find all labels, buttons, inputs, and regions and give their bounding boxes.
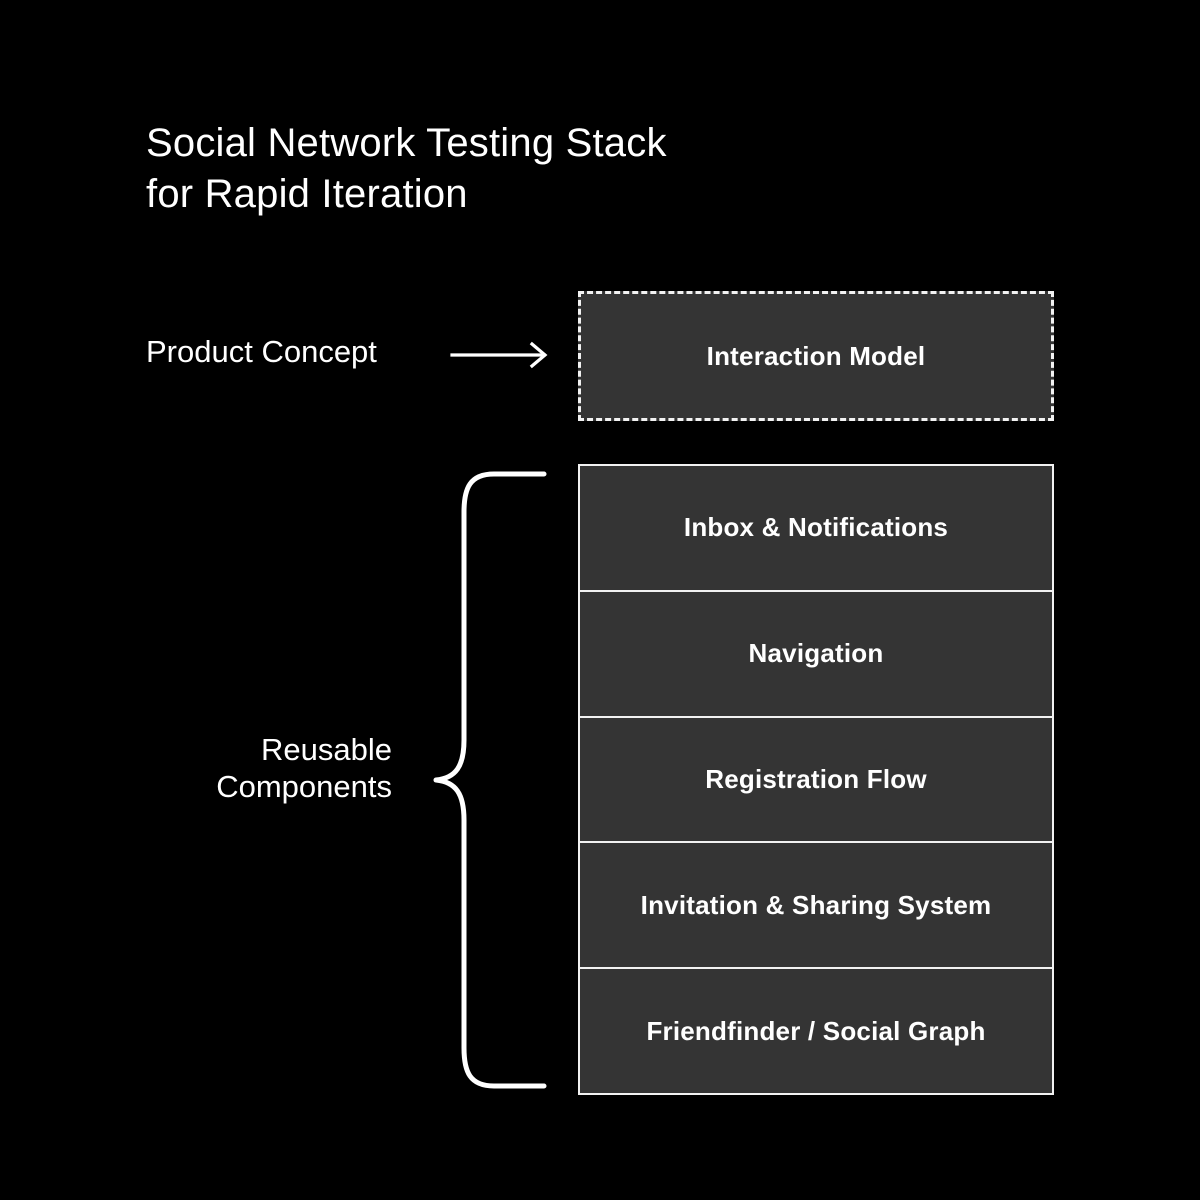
stack-row-registration-flow[interactable]: Registration Flow — [578, 715, 1054, 844]
curly-brace-icon — [433, 471, 547, 1089]
reusable-components-label: Reusable Components — [216, 732, 392, 804]
stack-row-label: Friendfinder / Social Graph — [646, 1015, 986, 1046]
page-title: Social Network Testing Stack for Rapid I… — [146, 121, 667, 216]
interaction-model-label: Interaction Model — [706, 340, 926, 371]
stack-row-navigation[interactable]: Navigation — [578, 589, 1054, 718]
stack-row-label: Navigation — [748, 638, 884, 669]
stack-row-inbox-notifications[interactable]: Inbox & Notifications — [578, 464, 1054, 592]
component-stack: Inbox & Notifications Navigation Registr… — [578, 464, 1054, 1095]
arrow-right-icon — [450, 341, 548, 369]
product-concept-label: Product Concept — [146, 334, 377, 369]
stack-row-friendfinder-social-graph[interactable]: Friendfinder / Social Graph — [578, 967, 1054, 1095]
stack-row-invitation-sharing-system[interactable]: Invitation & Sharing System — [578, 841, 1054, 970]
stack-row-label: Invitation & Sharing System — [640, 889, 992, 920]
interaction-model-box[interactable]: Interaction Model — [578, 291, 1054, 421]
stack-row-label: Registration Flow — [705, 763, 927, 794]
stack-row-label: Inbox & Notifications — [683, 512, 949, 543]
